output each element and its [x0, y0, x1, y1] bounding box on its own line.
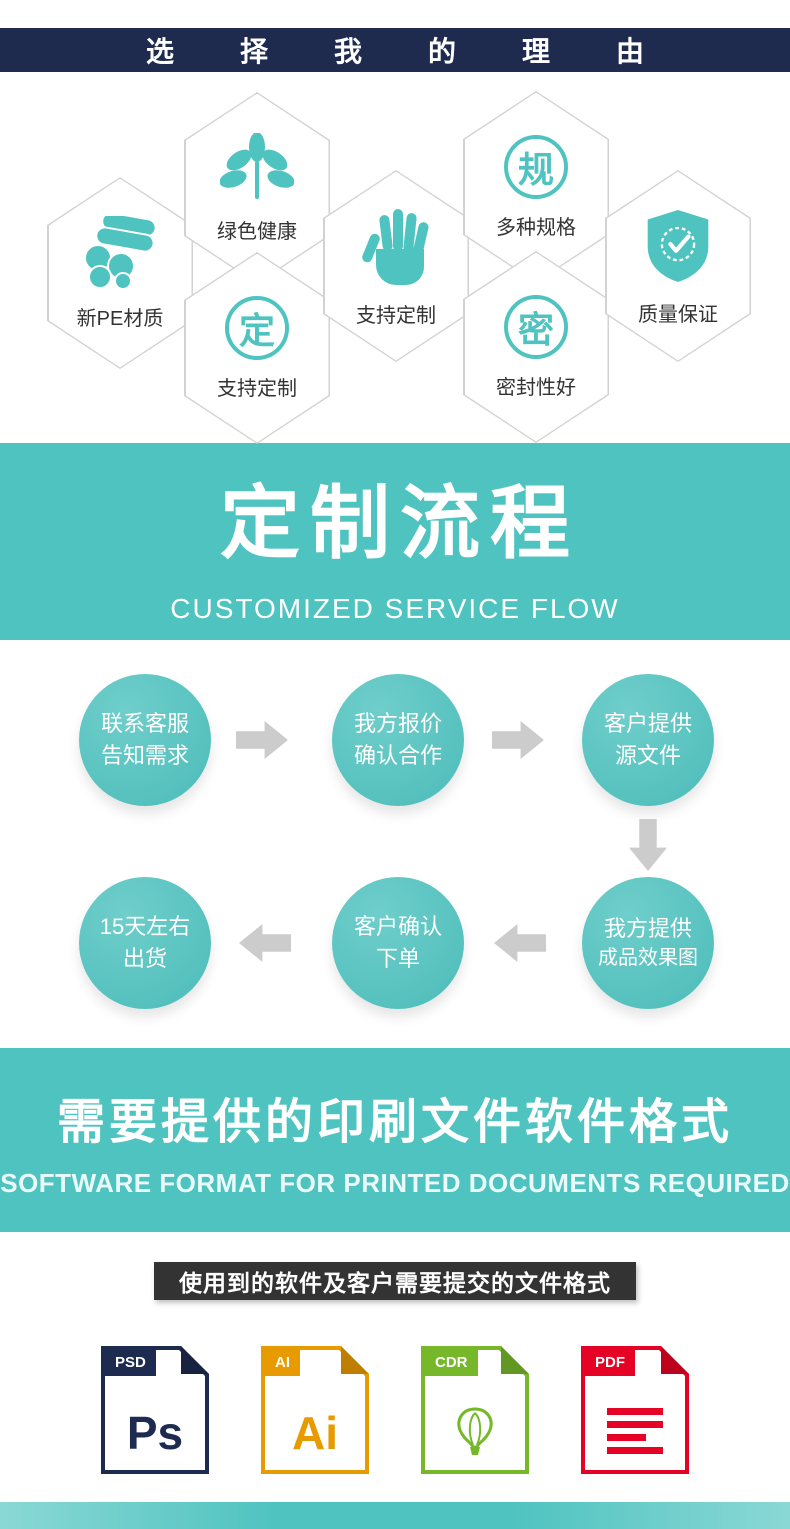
file-format-tag: CDR: [425, 1350, 478, 1376]
hexagon-custom-ding: 定 支持定制: [184, 252, 330, 444]
ding-circle-icon: 定: [225, 295, 289, 360]
flow-step-text: 15天左右: [99, 914, 191, 940]
arrow-left-icon: [239, 924, 291, 962]
service-flow-diagram: 联系客服 告知需求 我方报价 确认合作 客户提供 源文件 15天左右 出货 客户…: [0, 640, 790, 1048]
hexagon-sealing: 密 密封性好: [463, 251, 609, 443]
psd-file-icon: PSD Ps: [101, 1346, 209, 1474]
arrow-down-icon: [629, 819, 667, 871]
flow-step-quote: 我方报价 确认合作: [332, 674, 464, 806]
cdr-file-icon: CDR: [421, 1346, 529, 1474]
illustrator-logo: Ai: [292, 1407, 338, 1459]
hexagon-label: 密封性好: [496, 376, 576, 399]
flow-step-text: 源文件: [614, 743, 681, 768]
mi-circle-icon: 密: [504, 294, 568, 359]
reasons-header-bar: 选择我的理由: [0, 28, 790, 72]
flow-step-confirm-order: 客户确认 下单: [332, 877, 464, 1009]
top-margin: [0, 0, 790, 28]
flow-step-text: 客户提供: [603, 711, 692, 737]
hexagon-label: 支持定制: [217, 377, 297, 400]
file-format-tag: AI: [265, 1350, 300, 1376]
file-format-tag: PSD: [105, 1350, 156, 1376]
arrow-right-icon: [236, 721, 288, 759]
hexagon-label: 绿色健康: [217, 220, 297, 243]
hexagon-pe-material: 新PE材质: [47, 177, 193, 369]
arrow-right-icon: [492, 721, 544, 759]
arrow-left-icon: [494, 924, 546, 962]
flow-step-text: 成品效果图: [598, 947, 698, 970]
shield-check-icon: [647, 209, 709, 282]
page-fold-icon: [661, 1346, 689, 1374]
hexagon-quality: 质量保证: [605, 170, 751, 362]
ai-file-icon: AI Ai: [261, 1346, 369, 1474]
page-fold-icon: [181, 1346, 209, 1374]
pdf-text-lines: [607, 1408, 663, 1454]
software-formats-section: 使用到的软件及客户需要提交的文件格式 PSD Ps AI Ai CDR: [0, 1232, 790, 1502]
pipes-icon: [84, 215, 157, 290]
hexagon-label: 质量保证: [638, 303, 718, 326]
flow-step-text: 我方提供: [603, 915, 692, 941]
format-banner-subtitle: SOFTWARE FORMAT FOR PRINTED DOCUMENTS RE…: [0, 1167, 790, 1198]
hexagon-support-custom: 支持定制: [323, 170, 469, 362]
photoshop-logo: Ps: [126, 1407, 184, 1459]
custom-flow-subtitle: CUSTOMIZED SERVICE FLOW: [170, 592, 620, 624]
flow-step-text: 出货: [122, 946, 167, 971]
hexagon-label: 支持定制: [356, 304, 436, 327]
page-fold-icon: [341, 1346, 369, 1374]
flow-step-text: 客户确认: [353, 914, 442, 940]
flow-step-text: 确认合作: [353, 743, 442, 768]
flow-step-text: 下单: [375, 946, 420, 971]
format-banner-title: 需要提供的印刷文件软件格式: [56, 1095, 733, 1149]
features-hexagon-section: 新PE材质 绿色健康: [0, 72, 790, 444]
flow-step-source-files: 客户提供 源文件: [582, 674, 714, 806]
flow-step-text: 联系客服: [100, 711, 189, 737]
coreldraw-logo: [425, 1394, 525, 1470]
gui-circle-icon: 规: [504, 134, 568, 199]
leaf-icon: [220, 132, 294, 199]
format-banner: 需要提供的印刷文件软件格式 SOFTWARE FORMAT FOR PRINTE…: [0, 1048, 790, 1232]
flow-step-ship: 15天左右 出货: [79, 877, 211, 1009]
file-format-tag: PDF: [585, 1350, 635, 1376]
custom-flow-title: 定制流程: [220, 478, 580, 568]
flow-step-contact: 联系客服 告知需求: [79, 674, 211, 806]
custom-flow-banner: 定制流程 CUSTOMIZED SERVICE FLOW: [0, 443, 790, 640]
hexagon-label: 多种规格: [496, 216, 576, 239]
glove-icon: [362, 208, 429, 285]
software-bar-title: 使用到的软件及客户需要提交的文件格式: [154, 1262, 636, 1300]
pdf-file-icon: PDF: [581, 1346, 689, 1474]
file-formats-row: PSD Ps AI Ai CDR: [0, 1346, 790, 1474]
flow-step-proof: 我方提供 成品效果图: [582, 877, 714, 1009]
footer-strip: [0, 1502, 790, 1529]
hexagon-label: 新PE材质: [76, 307, 164, 330]
page-fold-icon: [501, 1346, 529, 1374]
flow-step-text: 告知需求: [100, 743, 189, 768]
flow-step-text: 我方报价: [353, 711, 442, 737]
reasons-title: 选择我的理由: [145, 36, 710, 67]
